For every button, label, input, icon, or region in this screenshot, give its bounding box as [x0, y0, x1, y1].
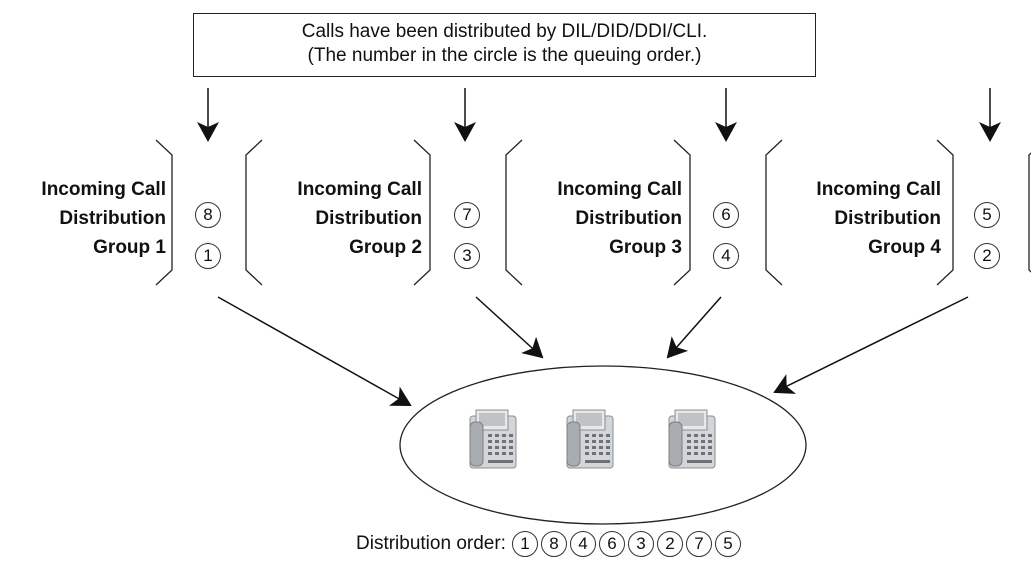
order-circle: 8	[540, 531, 567, 557]
group-label-line: Group 1	[93, 237, 166, 258]
group-label-line: Distribution	[315, 208, 422, 229]
group-label-line: Incoming Call	[41, 179, 166, 200]
desk-phone-icon	[566, 409, 614, 469]
order-circle: 5	[714, 531, 741, 557]
arrow-group-2-to-phones	[475, 296, 544, 359]
distribution-order-row: Distribution order: 1 8 4 6 3 2 7 5	[356, 528, 744, 560]
queue-circle: 4	[713, 243, 739, 269]
queue-circle: 3	[454, 243, 480, 269]
group-label-line: Distribution	[575, 208, 682, 229]
extension-group-ellipse	[399, 365, 807, 525]
order-circle: 7	[685, 531, 712, 557]
order-circle: 1	[511, 531, 538, 557]
order-circle: 2	[656, 531, 683, 557]
banner-line-2: (The number in the circle is the queuing…	[307, 45, 702, 66]
group-label-line: Incoming Call	[816, 179, 941, 200]
arrow-group-4-to-phones	[773, 296, 969, 394]
queue-bracket-group-1	[155, 139, 263, 286]
queue-bracket-group-2	[413, 139, 523, 286]
group-label-line: Incoming Call	[557, 179, 682, 200]
queue-circle: 7	[454, 202, 480, 228]
queue-circle: 8	[195, 202, 221, 228]
queue-bracket-group-3	[673, 139, 783, 286]
order-circle: 6	[598, 531, 625, 557]
banner-line-1: Calls have been distributed by DIL/DID/D…	[301, 21, 708, 42]
group-label-3: Incoming Call Distribution Group 3	[522, 175, 682, 262]
queue-circle: 2	[974, 243, 1000, 269]
group-label-line: Incoming Call	[297, 179, 422, 200]
group-label-1: Incoming Call Distribution Group 1	[6, 175, 166, 262]
desk-phone-icon	[668, 409, 716, 469]
arrow-group-3-to-phones	[666, 296, 722, 359]
group-label-line: Distribution	[59, 208, 166, 229]
order-circle: 4	[569, 531, 596, 557]
queue-circle: 6	[713, 202, 739, 228]
group-label-4: Incoming Call Distribution Group 4	[781, 175, 941, 262]
group-label-line: Distribution	[834, 208, 941, 229]
desk-phone-icon	[469, 409, 517, 469]
group-label-line: Group 2	[349, 237, 422, 258]
call-distribution-banner: Calls have been distributed by DIL/DID/D…	[193, 13, 816, 77]
queue-circle: 5	[974, 202, 1000, 228]
queue-bracket-group-4	[936, 139, 1031, 286]
group-label-line: Group 4	[868, 237, 941, 258]
order-circle: 3	[627, 531, 654, 557]
queue-circle: 1	[195, 243, 221, 269]
arrow-group-1-to-phones	[217, 296, 412, 406]
group-label-line: Group 3	[609, 237, 682, 258]
distribution-order-label: Distribution order:	[356, 533, 506, 554]
group-label-2: Incoming Call Distribution Group 2	[262, 175, 422, 262]
